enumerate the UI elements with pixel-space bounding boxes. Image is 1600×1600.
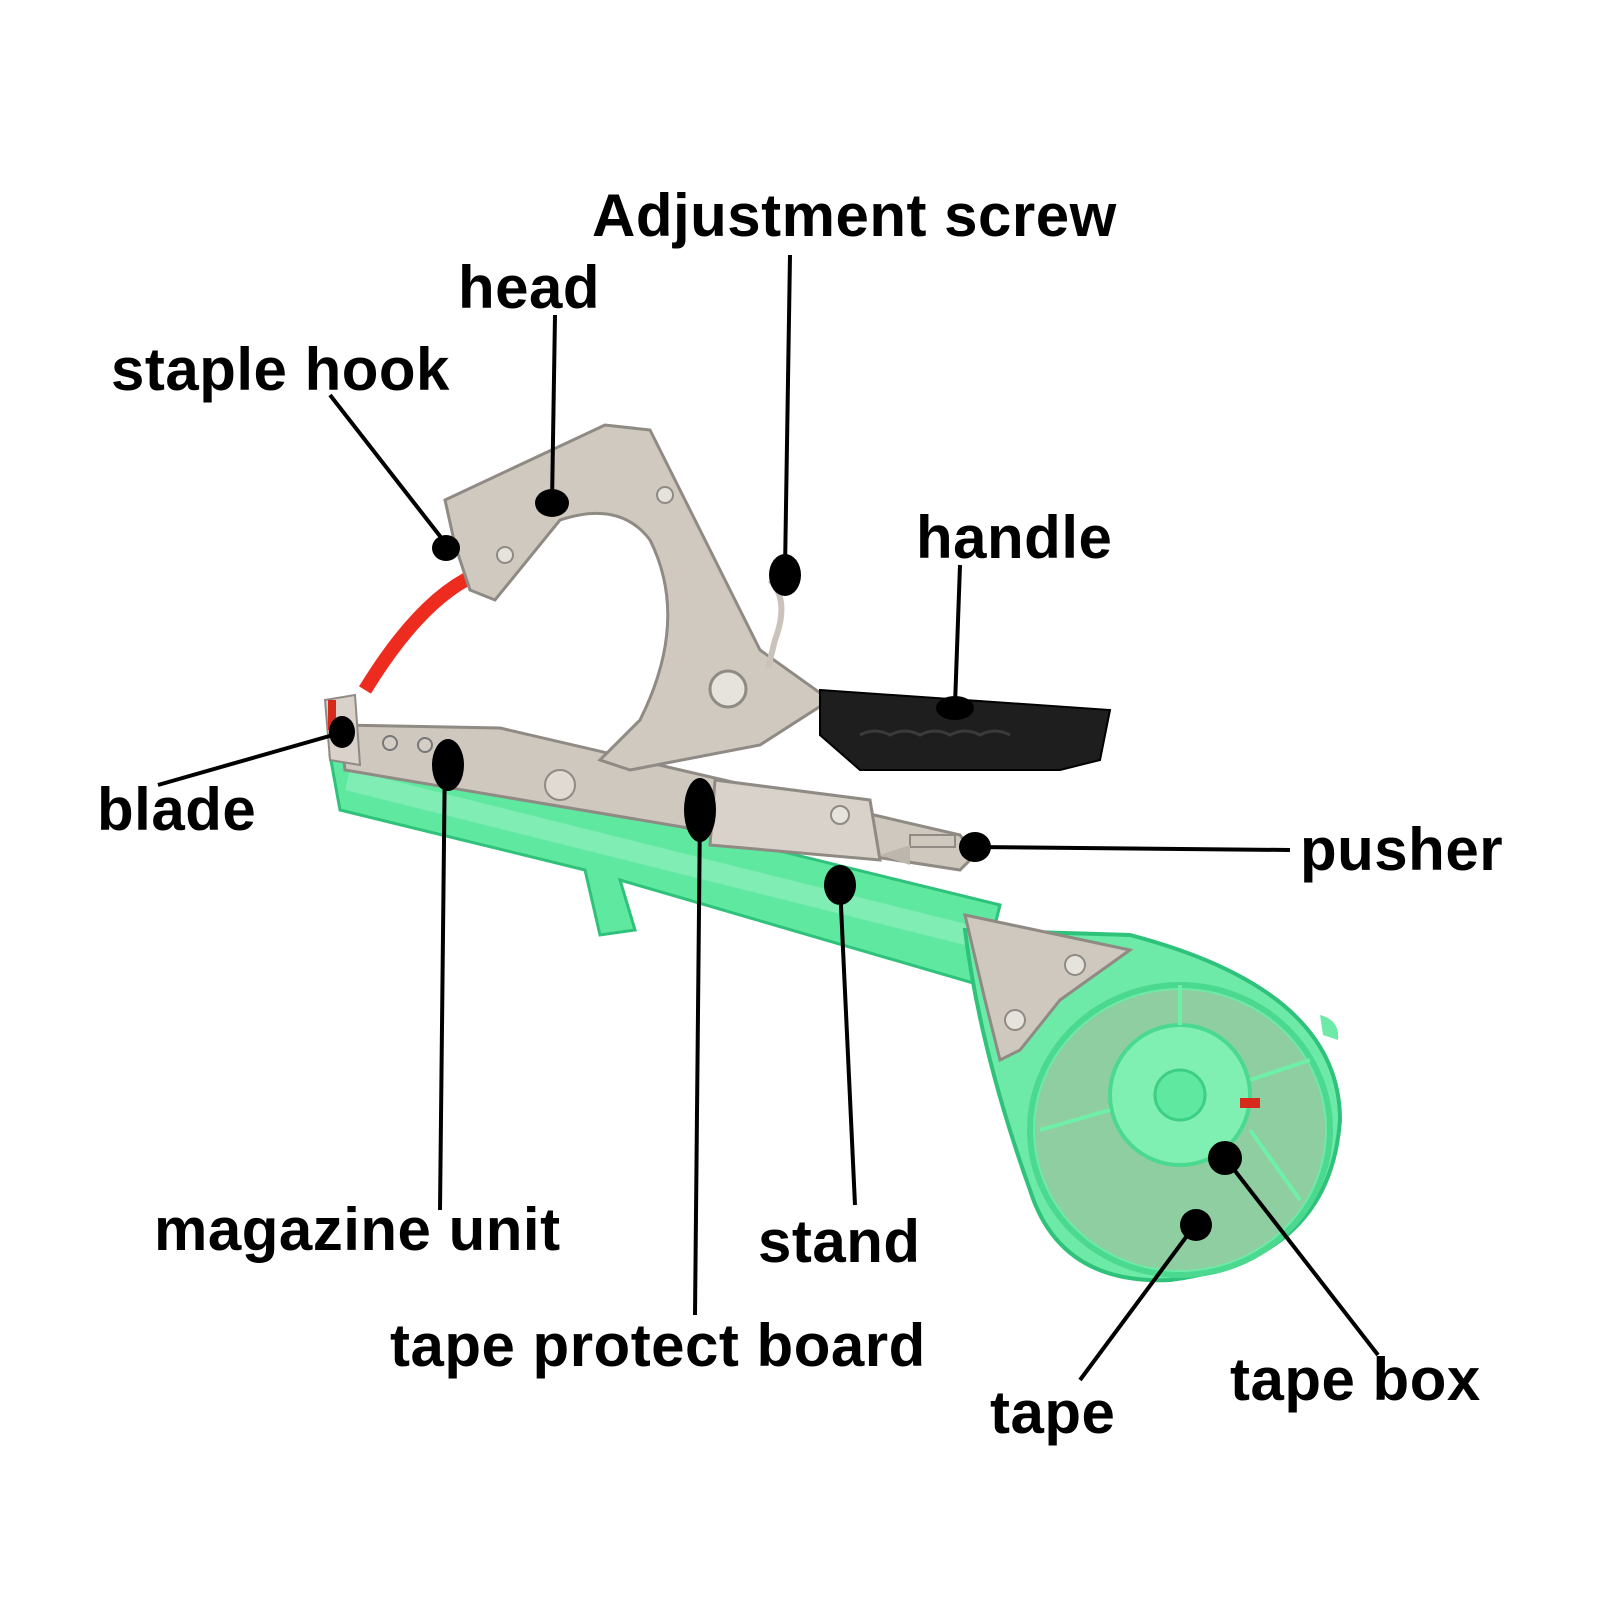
head-arm bbox=[443, 423, 833, 772]
label-stand: stand bbox=[758, 1208, 921, 1275]
callout-lines bbox=[157, 254, 1380, 1382]
marker-magazine-unit bbox=[432, 739, 464, 791]
label-staple-hook: staple hook bbox=[111, 336, 450, 403]
pusher-shape bbox=[880, 834, 956, 865]
marker-stand bbox=[824, 865, 856, 905]
label-blade: blade bbox=[97, 776, 257, 843]
marker-tape-box bbox=[1208, 1141, 1242, 1175]
label-magazine-unit: magazine unit bbox=[154, 1196, 561, 1263]
marker-tape bbox=[1180, 1209, 1212, 1241]
label-adjustment-screw: Adjustment screw bbox=[592, 182, 1117, 249]
label-head: head bbox=[458, 254, 601, 321]
label-pusher: pusher bbox=[1300, 816, 1504, 883]
label-tape: tape bbox=[990, 1379, 1116, 1446]
label-tape-box: tape box bbox=[1230, 1346, 1481, 1413]
label-handle: handle bbox=[916, 504, 1113, 571]
marker-tape-protect-board bbox=[684, 778, 716, 842]
red-tape bbox=[359, 568, 479, 694]
marker-handle bbox=[936, 696, 974, 720]
marker-head bbox=[535, 489, 569, 517]
marker-adjustment-screw bbox=[769, 554, 801, 596]
tape-box-shape bbox=[962, 913, 1343, 1283]
handle-grip bbox=[819, 688, 1112, 771]
callout-markers bbox=[329, 489, 1242, 1241]
marker-staple-hook bbox=[432, 535, 460, 561]
marker-blade bbox=[329, 716, 355, 748]
marker-pusher bbox=[959, 832, 991, 862]
top-rail bbox=[323, 693, 977, 872]
label-tape-protect-board: tape protect board bbox=[390, 1312, 926, 1379]
